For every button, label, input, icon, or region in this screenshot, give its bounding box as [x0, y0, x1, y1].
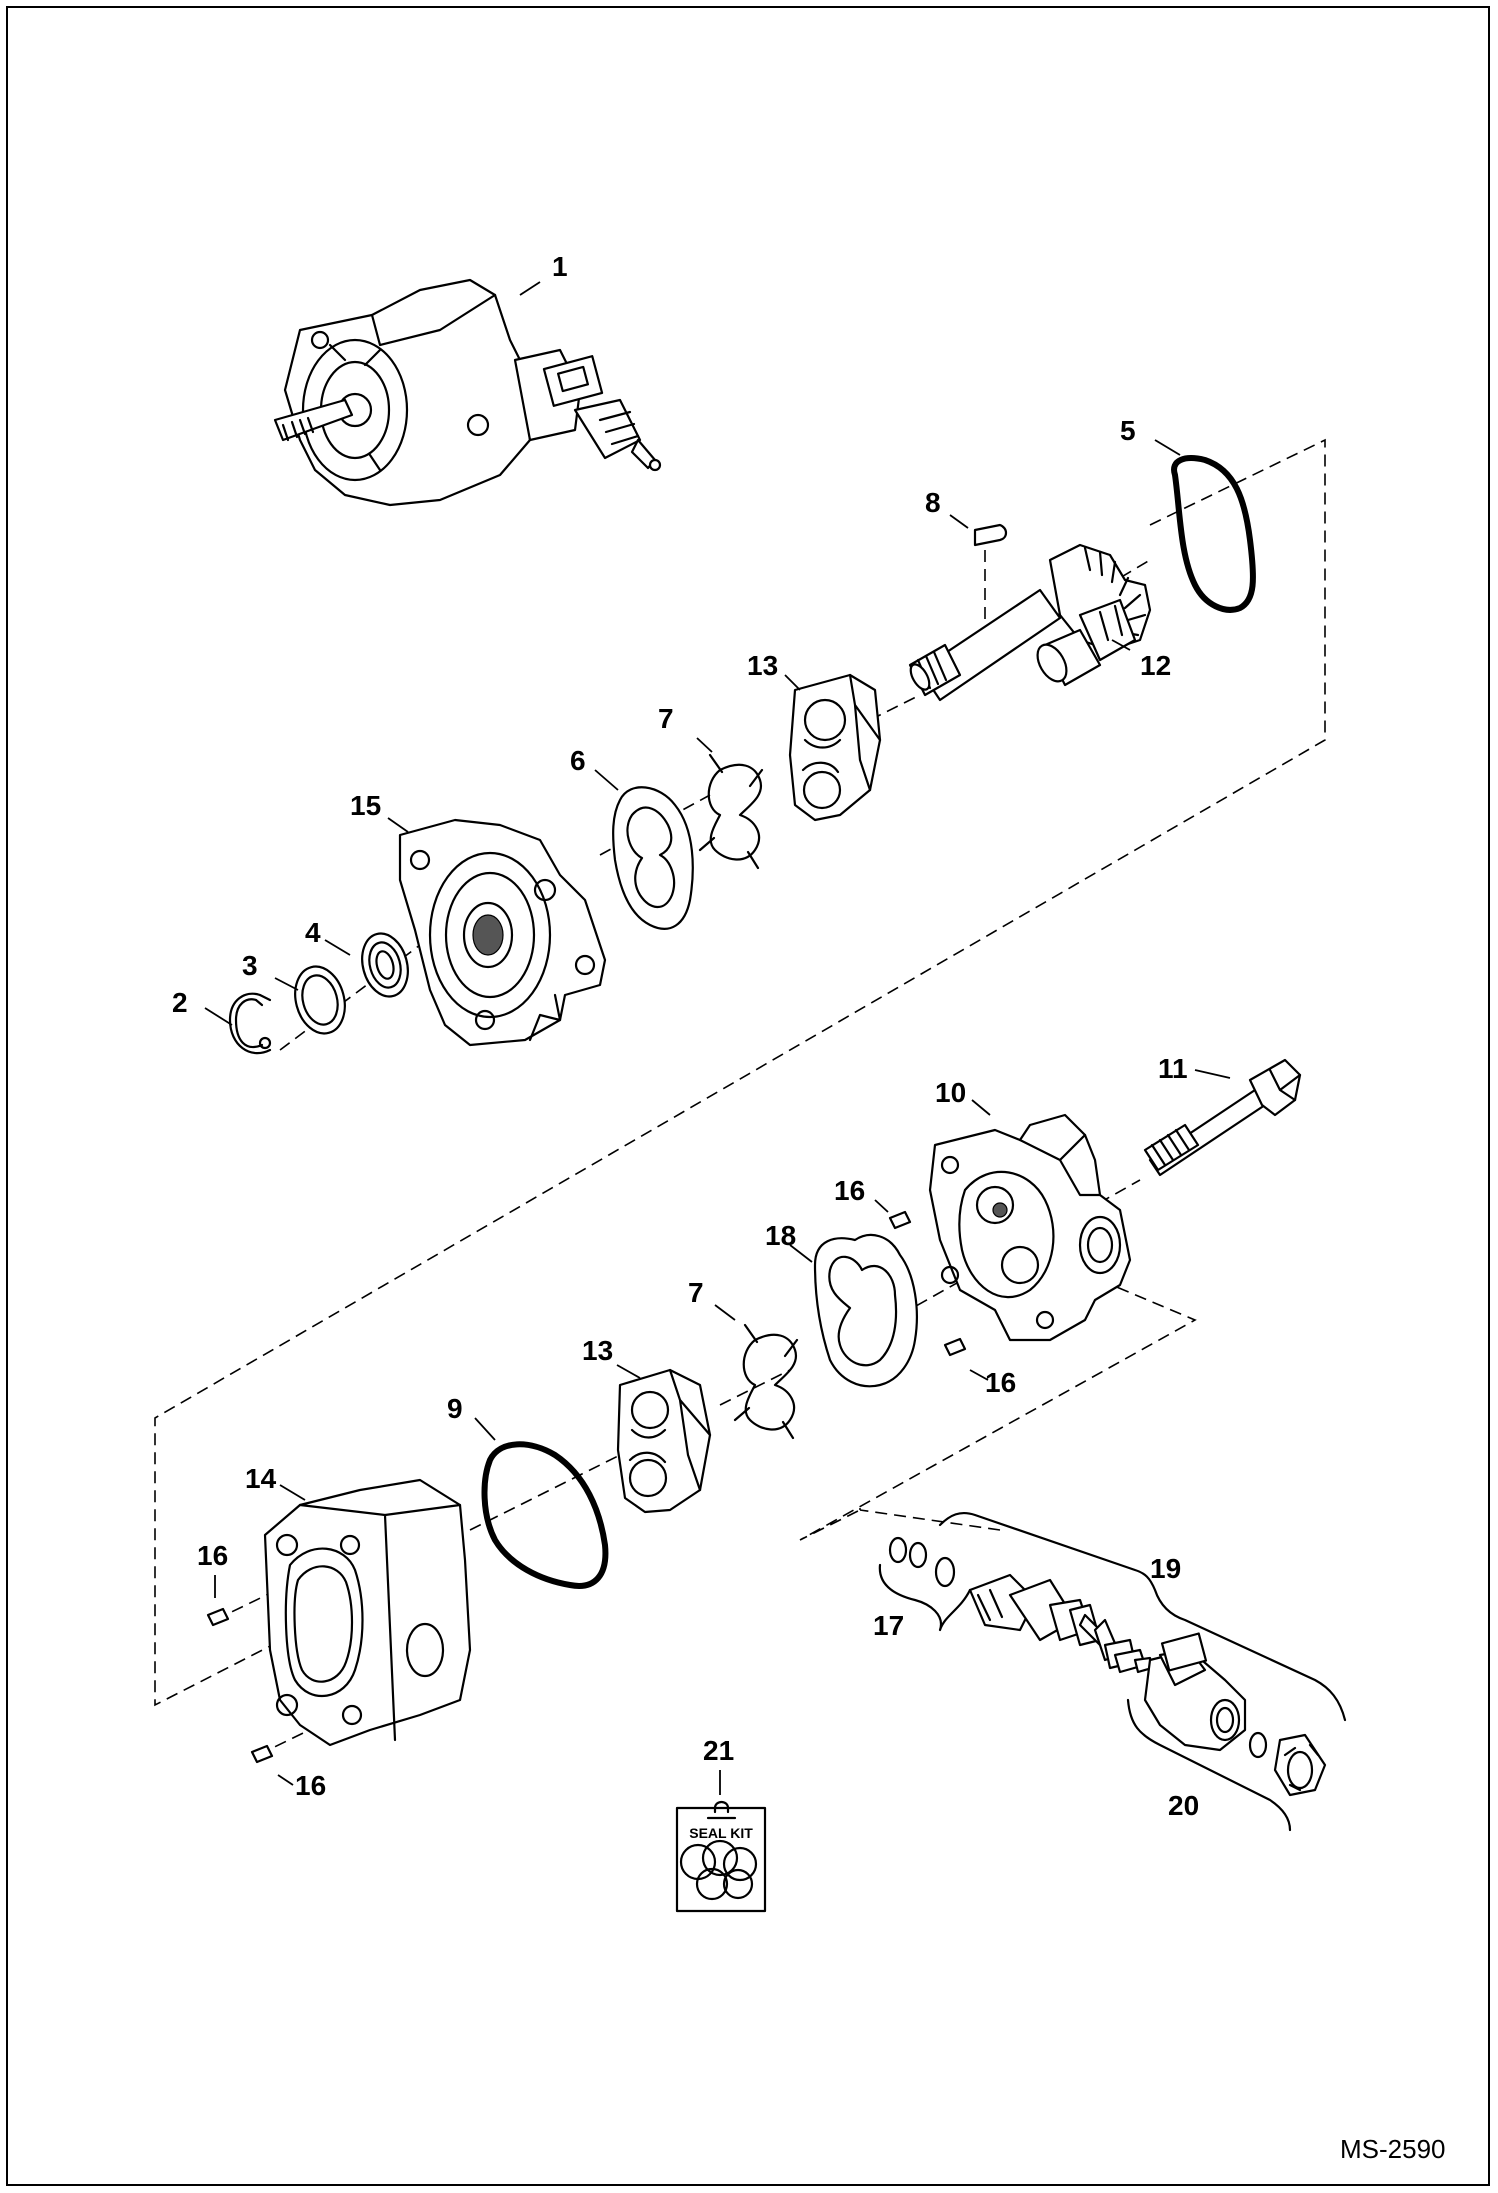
dowel-pin-16-b: [943, 1337, 967, 1357]
front-flange-15: [398, 818, 607, 1047]
bearing-block-13-upper: [788, 673, 882, 822]
seal-4: [361, 932, 409, 998]
bolt-11: [1143, 1058, 1302, 1177]
callout-3: 3: [242, 950, 258, 981]
callout-18: 18: [765, 1220, 796, 1251]
callout-13-lower: 13: [582, 1335, 613, 1366]
seal-7-lower: [733, 1323, 799, 1440]
callout-6: 6: [570, 745, 586, 776]
callout-5: 5: [1120, 415, 1136, 446]
washer-3: [294, 965, 346, 1035]
solenoid-coil-20: [1126, 1632, 1327, 1832]
drawing-reference: MS-2590: [1340, 2134, 1446, 2164]
callout-7-lower: 7: [688, 1277, 704, 1308]
pump-body-14: [263, 1478, 472, 1747]
callout-16-a: 16: [834, 1175, 865, 1206]
gasket-6: [612, 786, 694, 930]
callout-16-c: 16: [197, 1540, 228, 1571]
callout-12: 12: [1140, 650, 1171, 681]
bearing-block-13-lower: [616, 1368, 712, 1514]
valve-cartridge-19: [938, 1511, 1347, 1722]
o-rings-17: [878, 1536, 972, 1632]
callout-labels: 1 2 3 4 5 6 7 7 8 9 10 11 12 13 13 14 15…: [172, 251, 1199, 1821]
callout-16-d: 16: [295, 1770, 326, 1801]
callout-15: 15: [350, 790, 381, 821]
seal-7-upper: [698, 753, 764, 870]
callout-20: 20: [1168, 1790, 1199, 1821]
pump-assembly: [273, 278, 662, 507]
snap-ring-2: [228, 992, 272, 1055]
callout-11: 11: [1158, 1053, 1188, 1084]
callout-14: 14: [245, 1463, 277, 1494]
callout-10: 10: [935, 1077, 966, 1108]
callout-17: 17: [873, 1610, 904, 1641]
callout-2: 2: [172, 987, 188, 1018]
callout-1: 1: [552, 251, 568, 282]
callout-16-b: 16: [985, 1367, 1016, 1398]
callout-19: 19: [1150, 1553, 1181, 1584]
dowel-pin-16-d: [250, 1744, 274, 1764]
callout-8: 8: [925, 487, 941, 518]
o-ring-9: [481, 1441, 609, 1589]
callout-7-upper: 7: [658, 703, 674, 734]
gear-shafts-12: [908, 543, 1152, 702]
callout-4: 4: [305, 917, 321, 948]
dowel-pin-16-a: [888, 1210, 912, 1230]
gasket-18: [813, 1233, 918, 1388]
callout-9: 9: [447, 1393, 463, 1424]
callout-13-upper: 13: [747, 650, 778, 681]
leader-lines: [204, 281, 1231, 1795]
o-ring-5: [1171, 455, 1256, 613]
key-8: [973, 523, 1008, 620]
callout-21: 21: [703, 1735, 734, 1766]
seal-kit-label: SEAL KIT: [689, 1825, 753, 1841]
seal-kit-21: SEAL KIT: [675, 1800, 767, 1913]
rear-cover-10: [928, 1113, 1132, 1342]
dowel-pin-16-c: [206, 1607, 230, 1627]
